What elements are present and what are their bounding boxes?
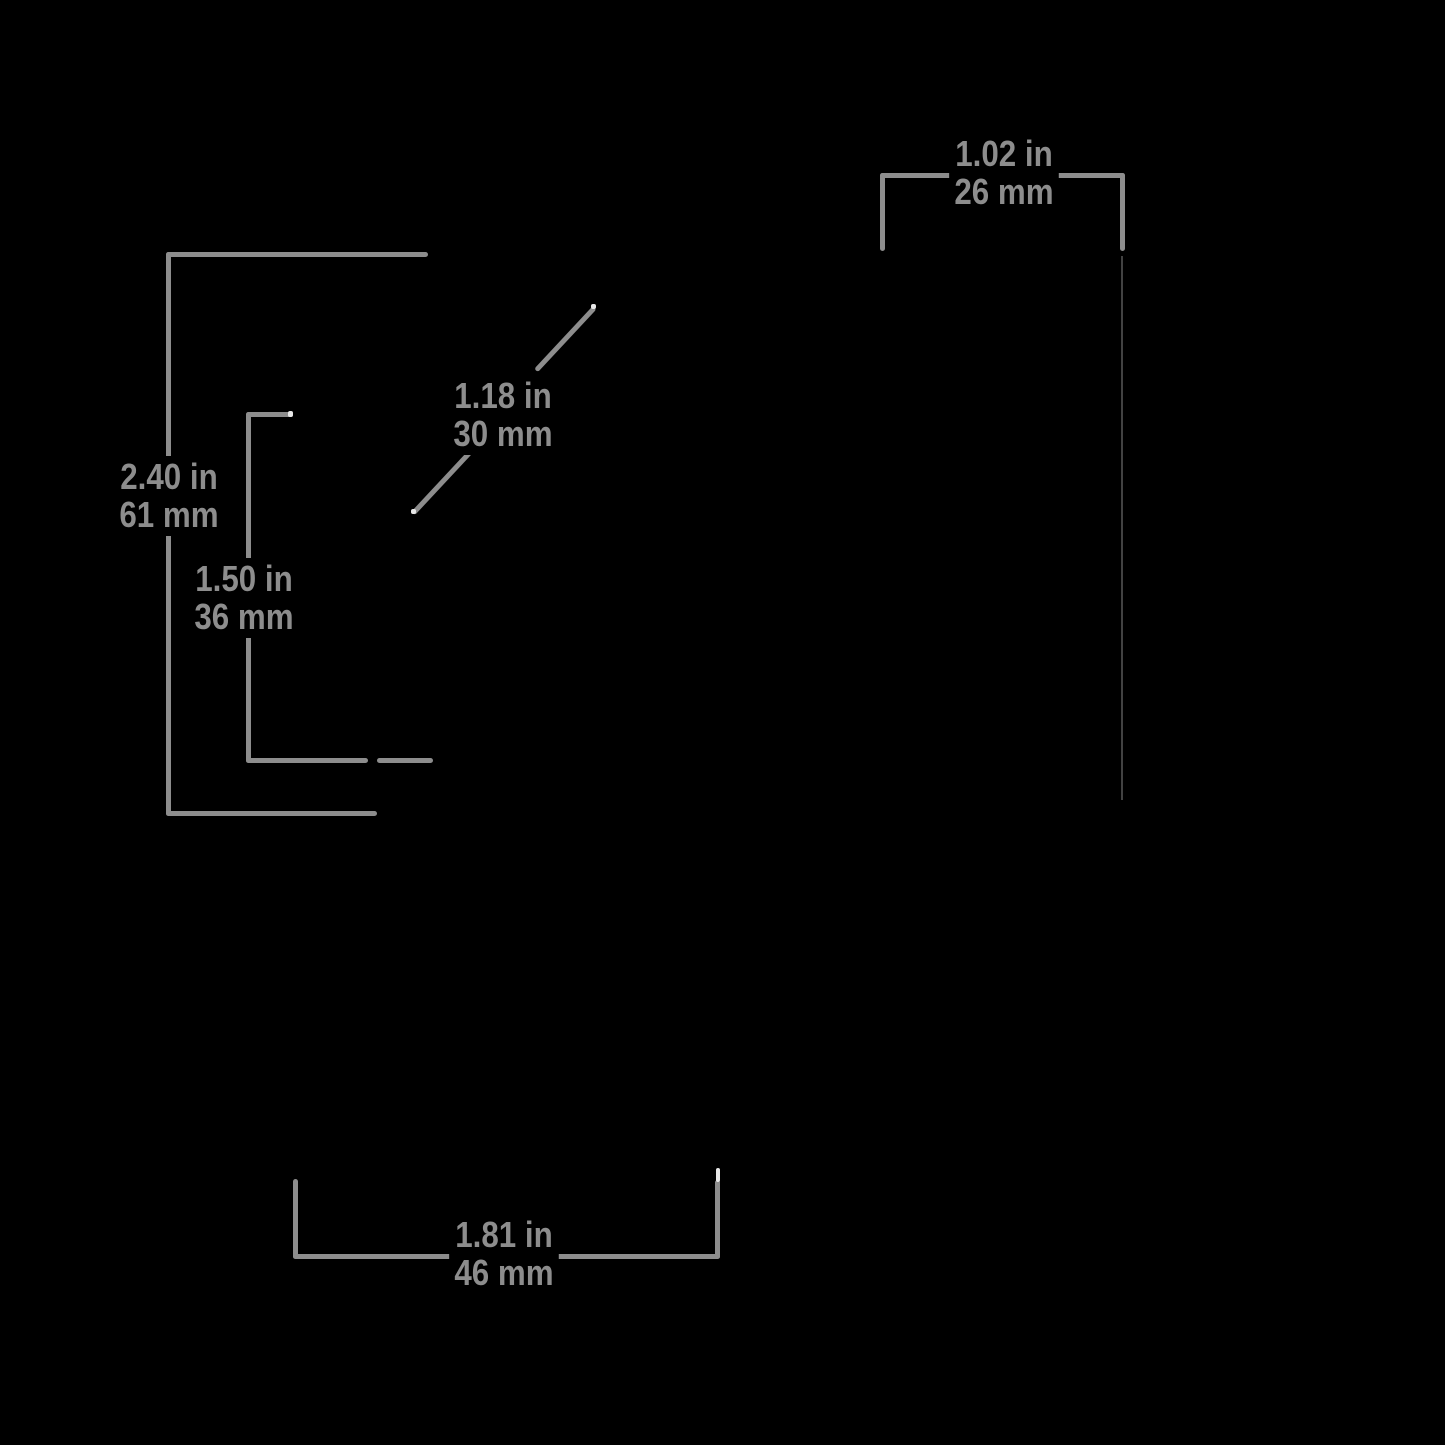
side-view-edge-highlight	[1121, 256, 1123, 800]
case-diagonal-inches: 1.18 in	[454, 375, 552, 416]
base-width-label: 1.81 in 46 mm	[449, 1214, 559, 1294]
case-height-bottom-arm-segment1	[246, 758, 368, 763]
overall-height-inches: 2.40 in	[120, 456, 218, 497]
base-width-left-leg	[293, 1179, 298, 1259]
case-height-top-arm	[246, 412, 292, 417]
side-view-width-inches: 1.02 in	[955, 133, 1053, 174]
overall-height-millimeters: 61 mm	[119, 494, 219, 535]
base-width-inches: 1.81 in	[455, 1214, 553, 1255]
base-width-millimeters: 46 mm	[454, 1252, 554, 1293]
side-view-width-millimeters: 26 mm	[954, 171, 1054, 212]
side-view-width-right-leg	[1120, 173, 1125, 251]
case-diagonal-label: 1.18 in 30 mm	[448, 375, 558, 455]
side-view-width-left-leg	[880, 173, 885, 251]
case-height-bottom-arm-segment2	[377, 758, 433, 763]
case-diagonal-upper-tip	[591, 304, 596, 309]
overall-height-label: 2.40 in 61 mm	[114, 456, 224, 536]
case-height-millimeters: 36 mm	[194, 596, 294, 637]
case-height-top-arm-tip	[288, 411, 293, 417]
case-diagonal-lower-segment	[411, 448, 474, 516]
case-diagonal-lower-tip	[411, 509, 416, 514]
base-width-right-leg	[715, 1180, 720, 1259]
overall-height-bottom-arm	[166, 811, 377, 816]
case-diagonal-millimeters: 30 mm	[453, 413, 553, 454]
case-diagonal-upper-segment	[534, 305, 597, 373]
case-height-label: 1.50 in 36 mm	[189, 558, 299, 638]
case-height-inches: 1.50 in	[195, 558, 293, 599]
side-view-width-label: 1.02 in 26 mm	[949, 133, 1059, 213]
overall-height-top-arm	[166, 252, 428, 257]
base-width-right-leg-tip	[716, 1168, 720, 1182]
